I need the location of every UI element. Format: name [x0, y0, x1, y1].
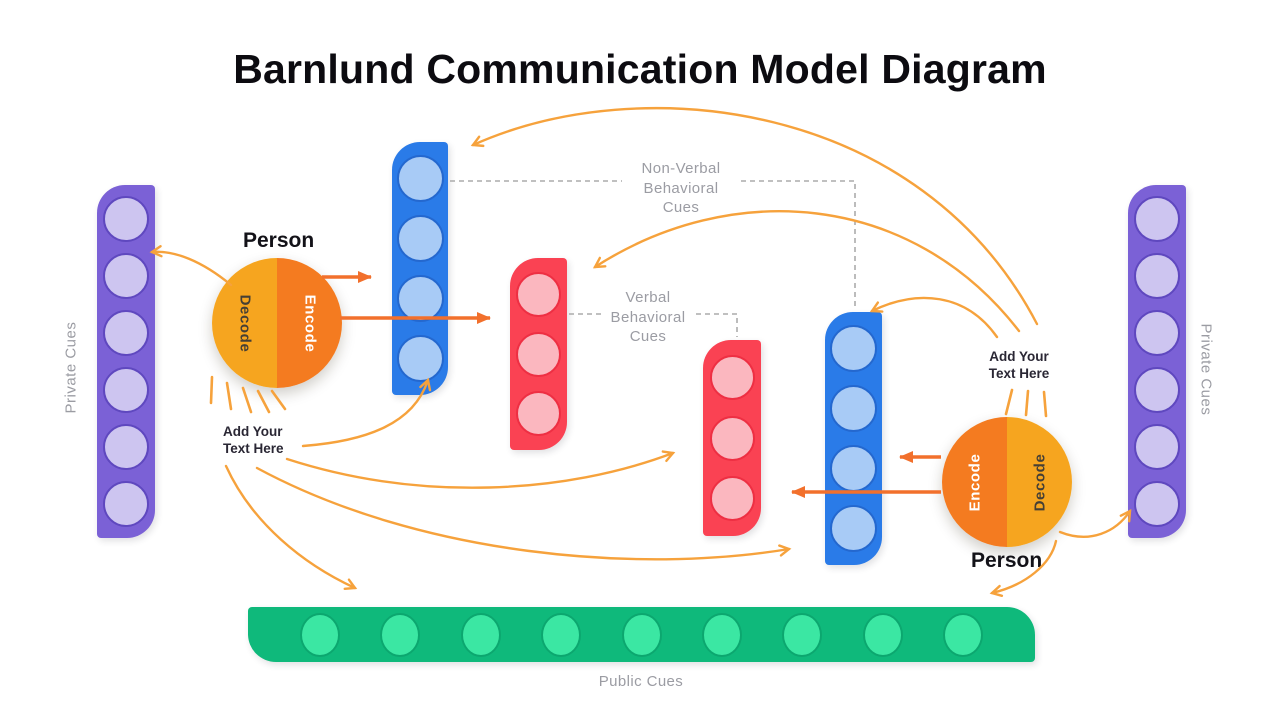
cue-dot — [396, 215, 444, 262]
cue-dot — [460, 612, 501, 657]
diagram-title: Barnlund Communication Model Diagram — [233, 46, 1047, 92]
verbal-cues-label: Verbal Behavioral Cues — [610, 289, 686, 345]
cue-dot — [830, 325, 877, 372]
cue-dot — [830, 385, 877, 432]
add-text-placeholder-right: Add Your Text Here — [988, 349, 1050, 381]
encode-half: Encode — [942, 417, 1007, 547]
cue-dot — [396, 155, 444, 202]
cue-dot — [103, 367, 149, 413]
person-node-left: Decode Encode — [212, 258, 342, 388]
private-cues-bar-left — [97, 185, 155, 538]
cue-dot — [103, 310, 149, 356]
decode-label: Decode — [1030, 453, 1048, 511]
private-cues-bar-right — [1128, 185, 1186, 538]
cue-dot — [830, 505, 877, 552]
cue-dot — [300, 612, 340, 657]
cue-dot — [862, 612, 903, 657]
cue-dot — [103, 424, 149, 470]
arrow-person-right-to-private-right — [1058, 508, 1132, 538]
decode-label: Decode — [235, 294, 253, 352]
person-right-ticks — [1004, 388, 1048, 418]
cue-dot — [396, 335, 444, 382]
private-cues-label-left: Private Cues — [62, 321, 80, 414]
verbal-cues-bar-2 — [703, 340, 761, 536]
cue-dot — [380, 612, 421, 657]
cue-dot — [701, 612, 742, 657]
decode-half: Decode — [1007, 417, 1072, 547]
cue-dot — [516, 272, 561, 318]
cue-dot — [830, 445, 877, 492]
cue-dot — [103, 253, 149, 299]
cue-dot — [782, 612, 823, 657]
nonverbal-cues-label: Non-Verbal Behavioral Cues — [641, 160, 721, 216]
cue-dot — [709, 355, 755, 401]
cue-dot — [516, 331, 561, 377]
decode-half: Decode — [212, 258, 277, 388]
cue-dot — [541, 612, 582, 657]
cue-dot — [1134, 310, 1180, 356]
public-cues-label: Public Cues — [598, 673, 684, 690]
person-title-left: Person — [243, 229, 315, 252]
private-cues-label-right: Private Cues — [1197, 323, 1215, 416]
cue-dot — [1134, 481, 1180, 527]
encode-label: Encode — [301, 294, 318, 352]
cue-dot — [709, 475, 755, 521]
add-text-placeholder-left: Add Your Text Here — [223, 424, 284, 456]
arrow-addtext-left-to-red2 — [285, 450, 676, 489]
public-cues-bar — [248, 607, 1035, 662]
encode-label: Encode — [966, 453, 983, 511]
cue-dot — [1134, 253, 1180, 299]
cue-dot — [709, 415, 755, 461]
person-node-right: Encode Decode — [942, 417, 1072, 547]
cue-dot — [396, 275, 444, 322]
cue-dot — [103, 481, 149, 527]
cue-dot — [516, 390, 561, 436]
cue-dot — [103, 196, 149, 242]
cue-dot — [621, 612, 662, 657]
cue-dot — [1134, 367, 1180, 413]
arrow-person-left-to-private-left — [149, 245, 233, 287]
nonverbal-cues-bar-2 — [825, 312, 882, 565]
arrow-addtext-right-to-blue2 — [869, 296, 999, 339]
verbal-cues-bar-1 — [510, 258, 567, 450]
arrow-addtext-left-to-public — [224, 464, 358, 590]
person-title-right: Person — [971, 549, 1043, 572]
nonverbal-cues-bar-1 — [392, 142, 448, 395]
cue-dot — [1134, 196, 1180, 242]
cue-dot — [1134, 424, 1180, 470]
cue-dot — [943, 612, 983, 657]
encode-half: Encode — [277, 258, 342, 388]
